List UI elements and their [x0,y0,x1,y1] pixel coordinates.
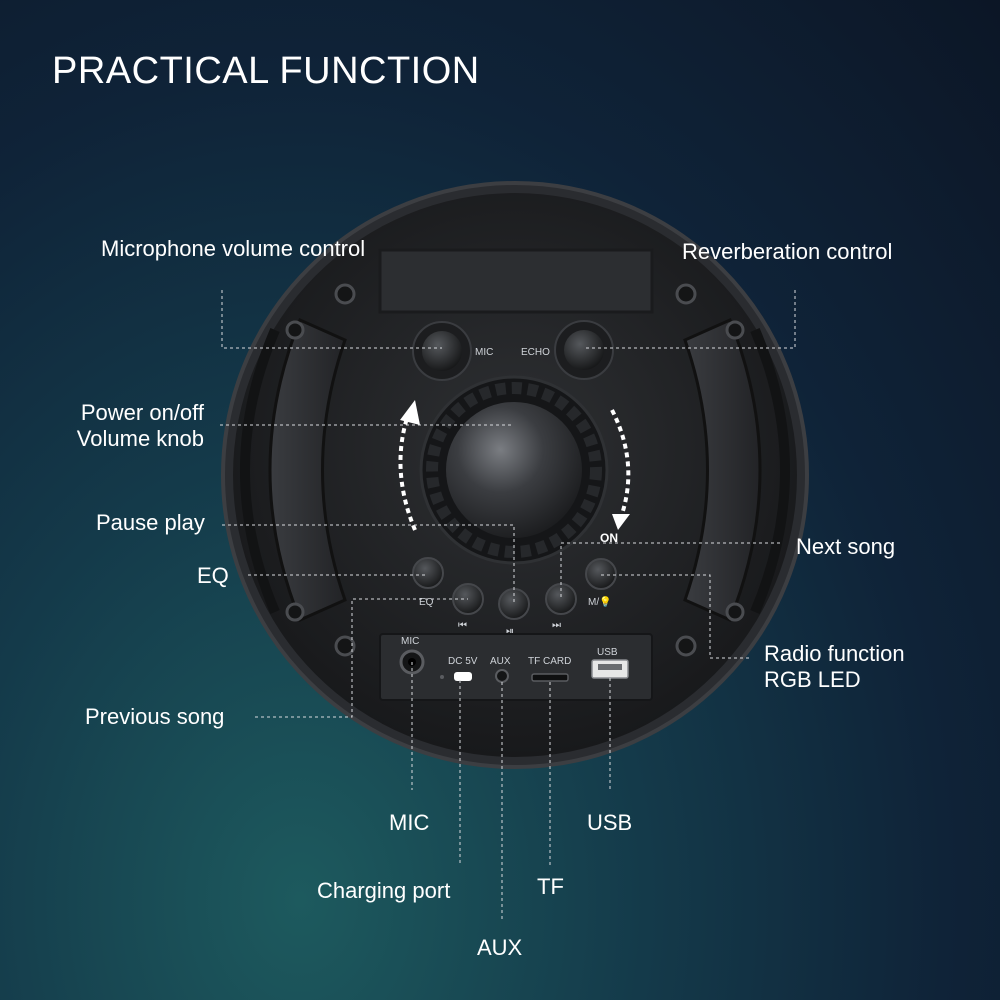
label-mic: MIC [389,810,430,835]
page-title: PRACTICAL FUNCTION [52,50,480,92]
label-radio-line1: Radio function [764,641,905,666]
label-power-line2: Volume knob [76,426,204,451]
mic-volume-knob[interactable] [412,321,472,381]
port-mic-label: MIC [401,636,419,647]
label-power-volume: Power on/off Volume knob [40,400,204,452]
label-radio-line2: RGB LED [764,667,861,692]
label-pause-play: Pause play [96,510,205,535]
label-usb: USB [587,810,633,835]
port-tf-label: TF CARD [528,656,571,667]
label-next-song: Next song [796,534,896,559]
echo-knob[interactable] [554,320,614,380]
prev-track-icon: ⏮ [458,620,467,631]
usb-port[interactable] [591,659,629,679]
knob-echo-label: ECHO [521,347,550,358]
eq-button-label: EQ [419,597,434,608]
next-track-icon: ⏭ [552,620,561,631]
label-tf: TF [537,874,564,899]
port-usb-label: USB [597,647,618,658]
charging-port[interactable] [454,672,472,681]
arrow-head-right [612,514,630,530]
label-eq: EQ [197,563,229,588]
aux-jack[interactable] [495,669,509,683]
screw-holes [285,283,745,657]
arrow-head-left [400,400,420,425]
label-aux: AUX [477,935,523,960]
light-bulb-icon: M/💡 [588,595,612,608]
led-dot [440,675,444,679]
label-radio-rgb: Radio function RGB LED [764,641,905,693]
label-power-line1: Power on/off [80,400,204,425]
port-panel [379,633,653,701]
tf-card-slot[interactable] [531,673,569,682]
on-label: ON [600,531,618,545]
port-aux-label: AUX [490,656,511,667]
play-pause-icon: ⏯ [506,626,514,637]
label-mic-volume: Microphone volume control [101,236,366,261]
label-charging-port: Charging port [317,878,451,903]
label-reverb: Reverberation control [682,239,893,264]
right-handle [683,317,790,623]
leader-lines [220,290,796,922]
mode-button[interactable] [585,558,617,590]
label-previous-song: Previous song [85,704,225,729]
rotate-arrow-icon [398,409,631,531]
display-window [378,248,654,314]
knob-mic-label: MIC [475,347,493,358]
port-dc-label: DC 5V [448,656,478,667]
eq-button[interactable] [412,557,444,589]
power-volume-knob[interactable] [419,375,609,565]
